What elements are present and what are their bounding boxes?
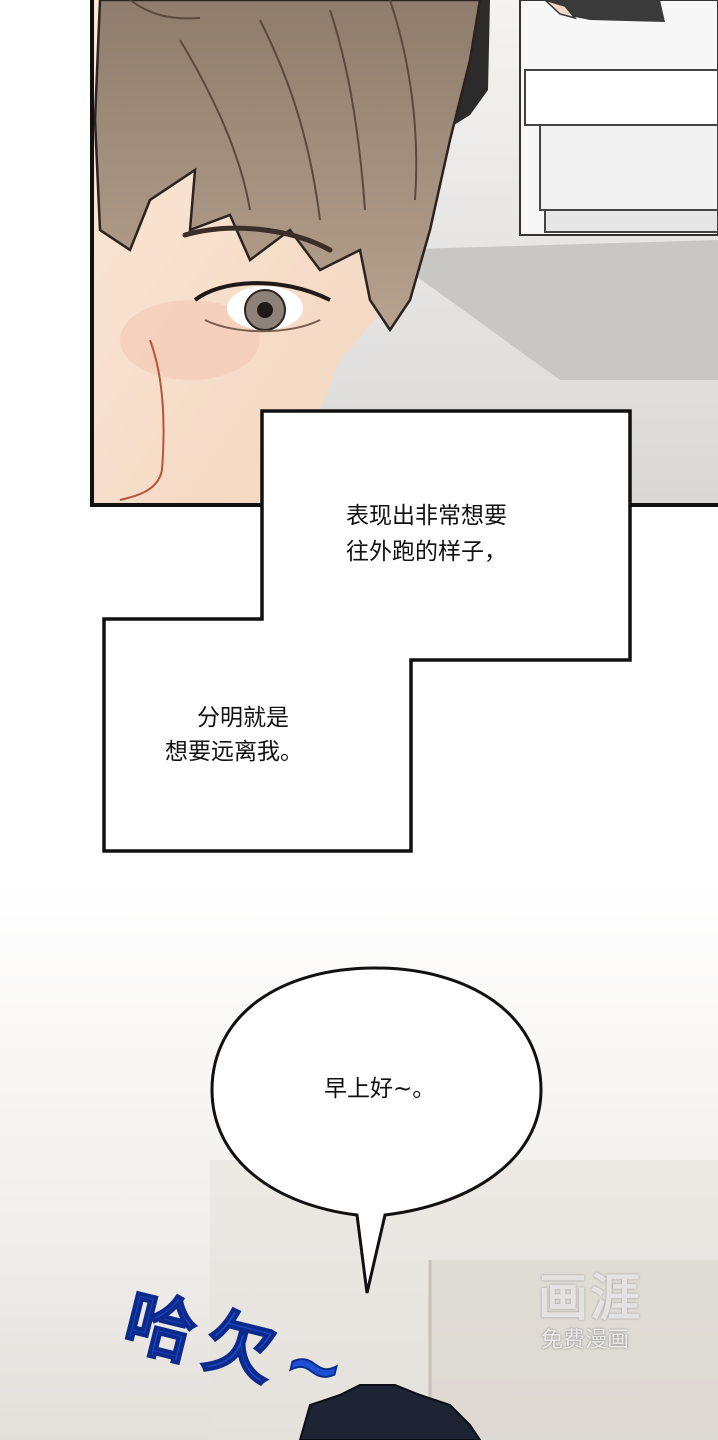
- face-illustration: [92, 0, 482, 505]
- caption-box-outline: [102, 409, 632, 853]
- caption-2-line-2: 想要远离我。: [165, 739, 303, 765]
- watermark-subtitle: 免费漫画: [541, 1328, 630, 1353]
- caption-1-line-2: 往外跑的样子，: [346, 539, 507, 565]
- watermark-logo: 画涯: [538, 1269, 642, 1327]
- caption-2-line-1: 分明就是: [197, 705, 289, 731]
- speech-bubble-text: 早上好~。: [324, 1076, 436, 1102]
- caption-1-line-1: 表现出非常想要: [346, 503, 507, 529]
- speech-bubble-shape: [210, 966, 543, 1294]
